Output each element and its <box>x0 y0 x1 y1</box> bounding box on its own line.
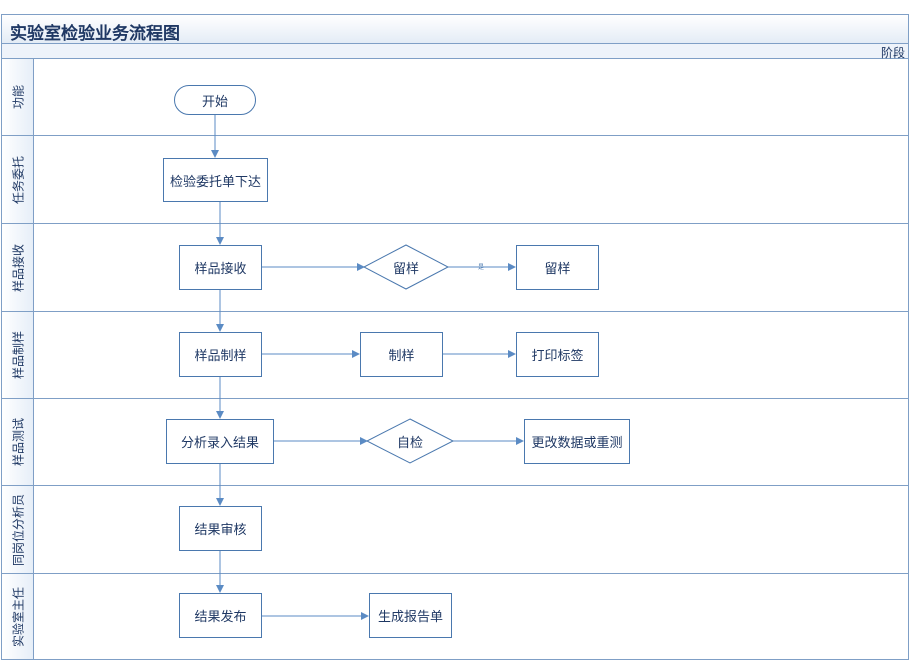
print-label-node[interactable]: 打印标签 <box>516 332 599 377</box>
result-review-node[interactable]: 结果审核 <box>179 506 262 551</box>
result-publish-node[interactable]: 结果发布 <box>179 593 262 638</box>
lane-header: 样品接收 <box>2 224 34 311</box>
lane-header: 实验室主任 <box>2 574 34 659</box>
lane-sample-test: 样品测试 <box>1 399 909 486</box>
make-sample-node[interactable]: 制样 <box>360 332 443 377</box>
lane-header: 同岗位分析员 <box>2 486 34 573</box>
lane-sample-receipt: 样品接收 <box>1 224 909 312</box>
retain-sample-node[interactable]: 留样 <box>516 245 599 290</box>
lane-header: 样品测试 <box>2 399 34 485</box>
diagram-title: 实验室检验业务流程图 <box>10 24 180 44</box>
decision-retain-shape <box>362 244 450 290</box>
generate-report-node[interactable]: 生成报告单 <box>369 593 452 638</box>
sample-prep-node[interactable]: 样品制样 <box>179 332 262 377</box>
lane-header: 功能 <box>2 59 34 135</box>
analyze-record-node[interactable]: 分析录入结果 <box>166 419 274 464</box>
phase-label: 阶段 <box>880 46 905 60</box>
lane-sample-prep: 样品制样 <box>1 312 909 399</box>
retain-decision-label: 留样 <box>392 261 419 277</box>
lane-header: 任务委托 <box>2 136 34 223</box>
sample-receive-node[interactable]: 样品接收 <box>179 245 262 290</box>
self-check-label: 自检 <box>396 435 423 451</box>
edge-label-yes: 是 <box>478 264 484 271</box>
lane-peer-analyst: 同岗位分析员 <box>1 486 909 574</box>
modify-retest-node[interactable]: 更改数据或重测 <box>524 419 630 464</box>
lane-lab-director: 实验室主任 <box>1 574 909 660</box>
phase-bar: 阶段 <box>1 44 909 60</box>
retain-decision-node[interactable]: 留样 <box>364 245 448 289</box>
commission-order-node[interactable]: 检验委托单下达 <box>163 158 268 202</box>
title-bar: 实验室检验业务流程图 <box>1 14 909 44</box>
self-check-decision-node[interactable]: 自检 <box>367 419 453 463</box>
lane-header: 样品制样 <box>2 312 34 398</box>
decision-selfcheck-shape <box>365 418 455 464</box>
lane-function: 功能 <box>1 59 909 136</box>
lane-task-commission: 任务委托 <box>1 136 909 224</box>
start-terminal[interactable]: 开始 <box>174 85 256 115</box>
